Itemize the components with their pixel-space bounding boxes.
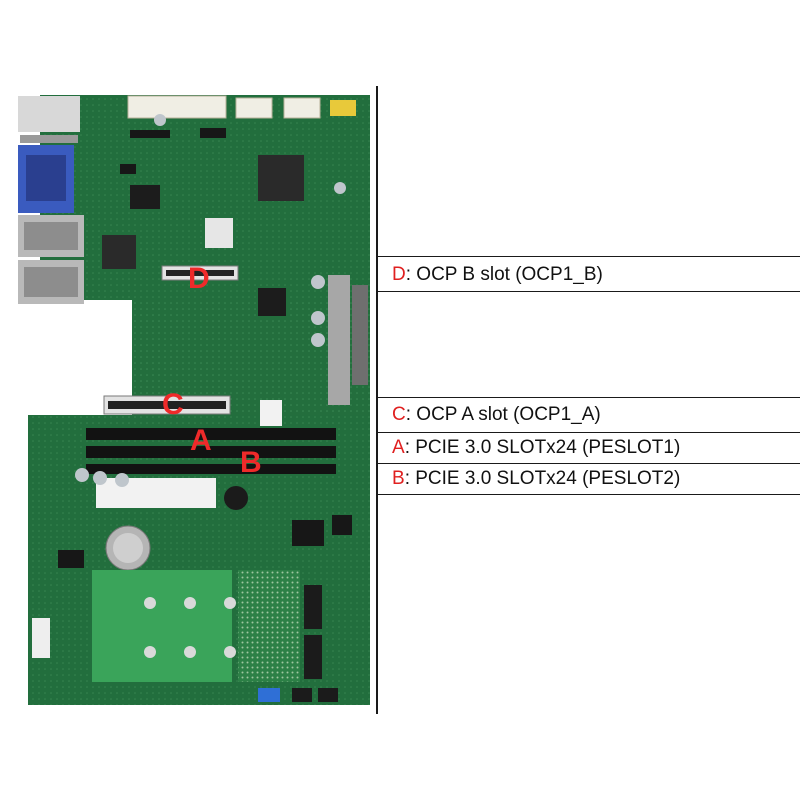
atx-power-connector — [127, 95, 227, 119]
bmc-chip — [258, 155, 304, 201]
callout-text: : OCP B slot (OCP1_B) — [405, 264, 603, 285]
callout-ocp-a: C: OCP A slot (OCP1_A) — [392, 400, 601, 430]
callout-key: D — [392, 264, 406, 285]
m2-area — [92, 570, 232, 682]
callout-line — [378, 463, 800, 464]
callout-ocp-b: D: OCP B slot (OCP1_B) — [392, 260, 603, 290]
callout-line — [378, 494, 800, 495]
callout-line — [378, 432, 800, 433]
callout-key: C — [392, 404, 406, 425]
marker-c: C — [162, 388, 184, 421]
label-sticker — [18, 96, 80, 132]
pcie-slot-2 — [86, 446, 336, 458]
callout-line — [378, 397, 800, 398]
callout-key: B — [392, 468, 405, 489]
callout-peslot2: B: PCIE 3.0 SLOTx24 (PESLOT2) — [392, 464, 680, 494]
callout-line — [378, 291, 800, 292]
marker-d: D — [188, 262, 210, 295]
callout-text: : PCIE 3.0 SLOTx24 (PESLOT2) — [404, 468, 681, 489]
callout-line — [378, 256, 800, 257]
pcie-slot-1 — [86, 428, 336, 440]
heatsink — [328, 275, 350, 405]
callout-peslot1: A: PCIE 3.0 SLOTx24 (PESLOT1) — [392, 433, 680, 463]
callout-text: : PCIE 3.0 SLOTx24 (PESLOT1) — [404, 437, 681, 458]
motherboard-image — [18, 95, 370, 705]
callout-key: A — [392, 437, 405, 458]
vertical-divider — [376, 86, 378, 714]
marker-a: A — [190, 424, 212, 457]
marker-b: B — [240, 446, 262, 479]
callout-text: : OCP A slot (OCP1_A) — [405, 404, 601, 425]
